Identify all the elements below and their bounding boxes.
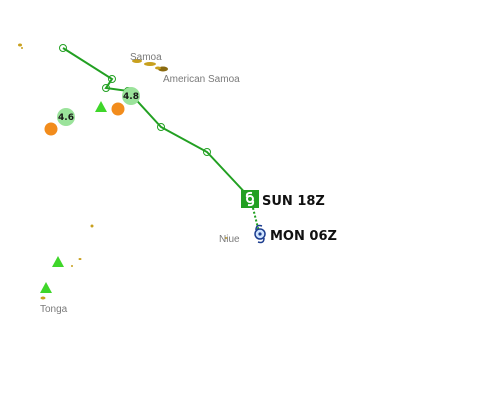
earthquake-label-bubble: [57, 108, 75, 126]
earthquake-magnitude-label: 4.8: [123, 92, 139, 102]
cyclone-icon: [245, 191, 255, 207]
place-label-niue: Niue: [219, 234, 240, 245]
volcano-markers: [40, 101, 107, 293]
place-label-american-samoa: American Samoa: [163, 74, 240, 85]
past-position-icon[interactable]: [108, 75, 116, 83]
volcano-icon[interactable]: [40, 282, 52, 293]
islands-layer: [18, 43, 227, 300]
island-speck: [90, 224, 94, 228]
island-speck: [71, 265, 73, 267]
past-position-icon[interactable]: [203, 148, 211, 156]
volcano-icon[interactable]: [95, 101, 107, 112]
past-position-icon[interactable]: [59, 44, 67, 52]
earthquake-label-bubble: [122, 87, 140, 105]
earthquake-icon[interactable]: [44, 122, 58, 136]
volcano-icon[interactable]: [52, 256, 64, 267]
past-position-icon[interactable]: [102, 84, 110, 92]
storm-past-track: [62, 47, 251, 199]
island-samoa-upolu: [144, 62, 156, 66]
earthquake-markers: 4.6 4.8: [44, 87, 140, 136]
place-label-samoa: Samoa: [130, 52, 162, 63]
island-speck: [18, 43, 22, 47]
earthquake-magnitude-label: 4.6: [58, 113, 74, 123]
place-labels: Samoa American Samoa Niue Tonga: [40, 52, 240, 315]
current-position-time-label: SUN 18Z: [262, 194, 325, 209]
earthquake-icon[interactable]: [111, 102, 125, 116]
cyclone-icon: [254, 224, 266, 244]
current-position-marker[interactable]: [241, 190, 259, 208]
past-position-icon[interactable]: [157, 123, 165, 131]
island-speck: [78, 258, 82, 260]
island-samoa-savaii: [132, 59, 142, 63]
forecast-position-marker[interactable]: [254, 224, 266, 244]
place-label-tonga: Tonga: [40, 304, 68, 315]
island-speck: [21, 47, 23, 49]
island-american-samoa-detail: [155, 66, 161, 70]
island-tonga: [40, 296, 46, 300]
current-position-box: [241, 190, 259, 208]
storm-forecast-track: [251, 203, 260, 233]
forecast-position-time-label: MON 06Z: [270, 229, 337, 244]
island-speck: [225, 237, 227, 239]
